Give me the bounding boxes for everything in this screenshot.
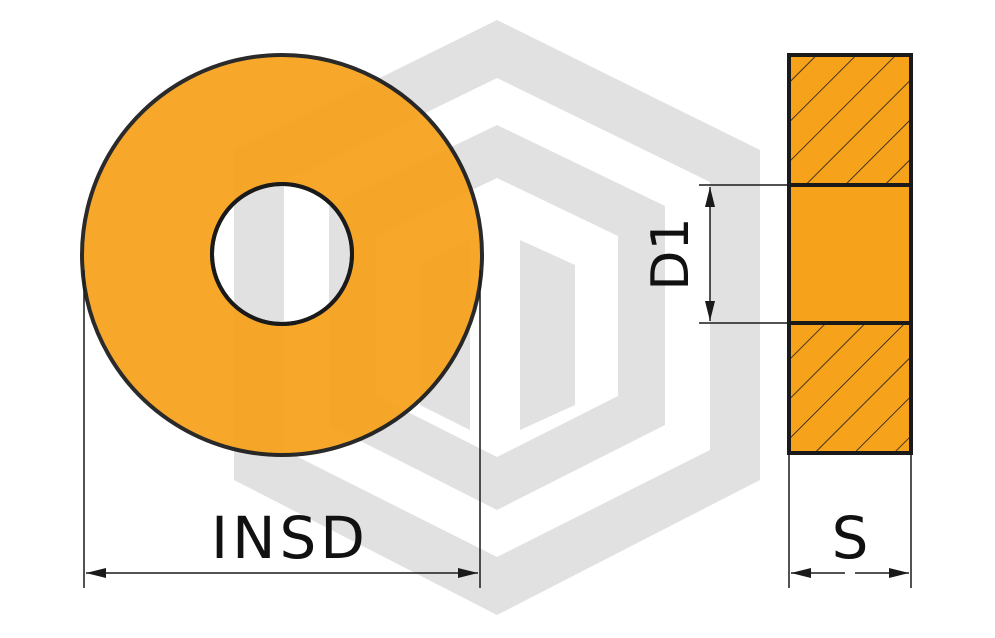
d1-label: D1 xyxy=(641,217,701,290)
insd-dimension xyxy=(83,270,481,588)
section-bottom-hatched xyxy=(789,323,911,453)
side-view xyxy=(787,53,913,455)
d1-dimension xyxy=(699,184,789,324)
s-dimension xyxy=(788,455,912,588)
section-top-hatched xyxy=(789,55,911,185)
section-middle-hole xyxy=(789,185,911,323)
center-hole xyxy=(210,182,354,326)
section-outline xyxy=(787,53,913,455)
s-label: S xyxy=(832,504,869,572)
insd-label: INSD xyxy=(211,504,369,572)
front-view xyxy=(80,53,484,457)
